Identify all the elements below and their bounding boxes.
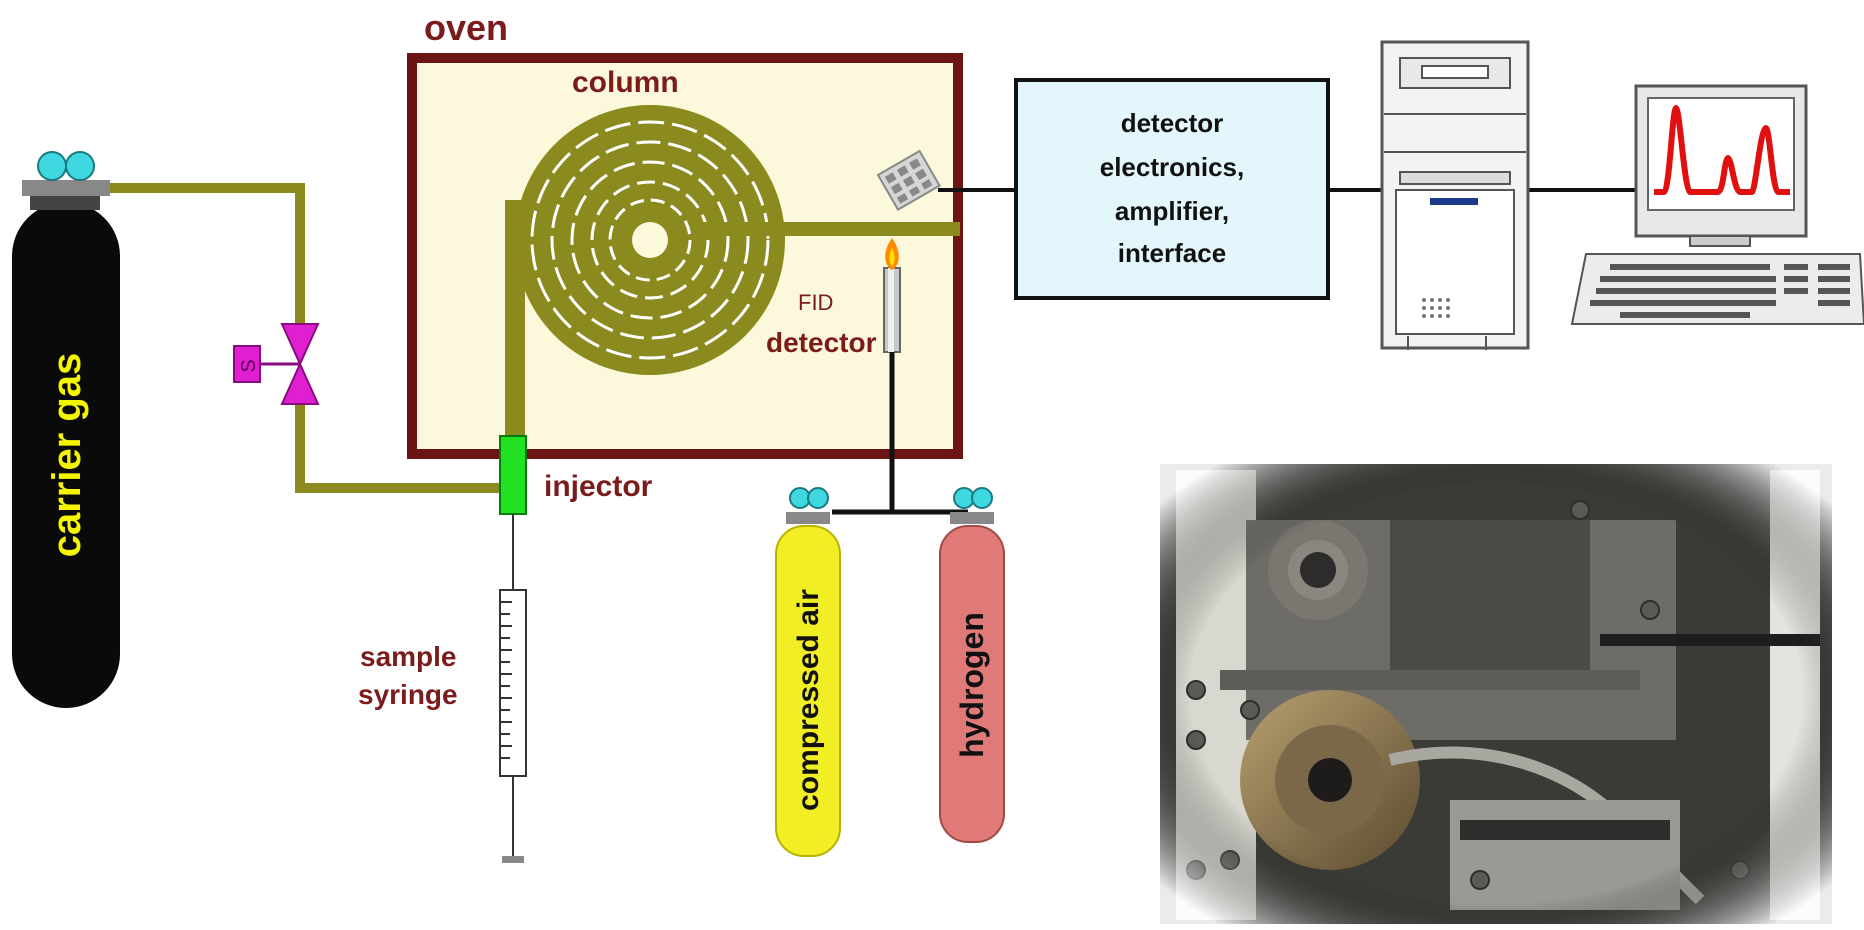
computer-tower-icon [1382, 42, 1528, 350]
detector-electronics-line-3: amplifier, [1115, 196, 1229, 226]
sample-syringe [500, 514, 526, 863]
injector [500, 436, 526, 514]
compressed-air-label: compressed air [792, 589, 825, 811]
detector-electronics-line-2: electronics, [1100, 152, 1245, 182]
sample-syringe-label-2: syringe [358, 679, 458, 710]
detector-hardware-photo [1160, 464, 1832, 924]
oven-label: oven [424, 7, 508, 48]
detector-electronics-line-1: detector [1121, 108, 1224, 138]
detector-electronics-line-4: interface [1118, 238, 1226, 268]
hydrogen-label: hydrogen [954, 612, 990, 758]
carrier-gas-label: carrier gas [45, 353, 89, 558]
valve-s-label: S [238, 359, 260, 372]
fid-detector-label: detector [766, 327, 877, 358]
injector-label: injector [544, 470, 653, 503]
fid-burner [884, 268, 900, 352]
fid-small-label: FID [798, 290, 833, 315]
sample-syringe-label-1: sample [360, 641, 457, 672]
monitor-icon [1636, 86, 1806, 246]
column-label: column [572, 66, 679, 99]
keyboard-icon [1572, 254, 1864, 324]
